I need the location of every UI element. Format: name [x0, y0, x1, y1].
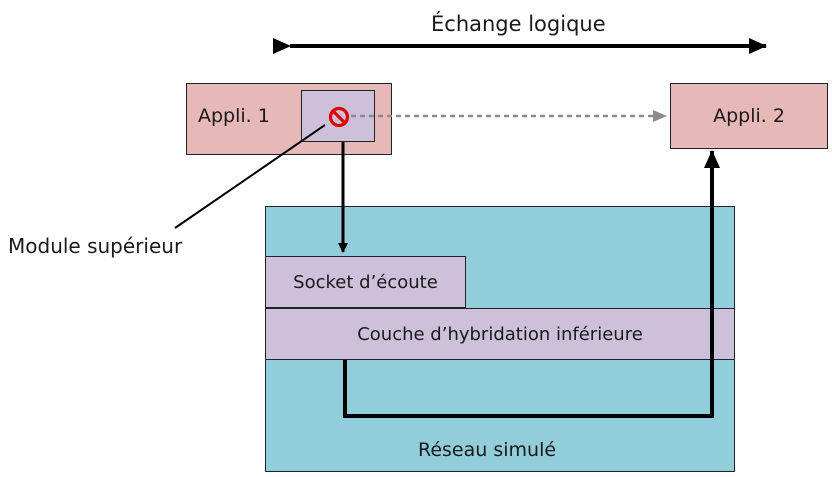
listening-socket-label: Socket d’écoute	[293, 271, 438, 293]
listening-socket-box: Socket d’écoute	[265, 256, 466, 308]
logical-exchange-label: Échange logique	[431, 12, 606, 36]
no-entry-icon	[328, 106, 350, 128]
hybridization-layer-box: Couche d’hybridation inférieure	[265, 308, 735, 360]
hybridization-layer-label: Couche d’hybridation inférieure	[357, 323, 643, 345]
upper-module-label: Module supérieur	[8, 234, 183, 258]
network-path-arrow	[343, 150, 720, 418]
upper-module-pointer	[174, 124, 326, 229]
simulated-network-label: Réseau simulé	[418, 439, 557, 461]
application-2-box: Appli. 2	[670, 83, 828, 149]
application-1-label: Appli. 1	[198, 105, 270, 127]
application-2-label: Appli. 2	[713, 105, 785, 127]
